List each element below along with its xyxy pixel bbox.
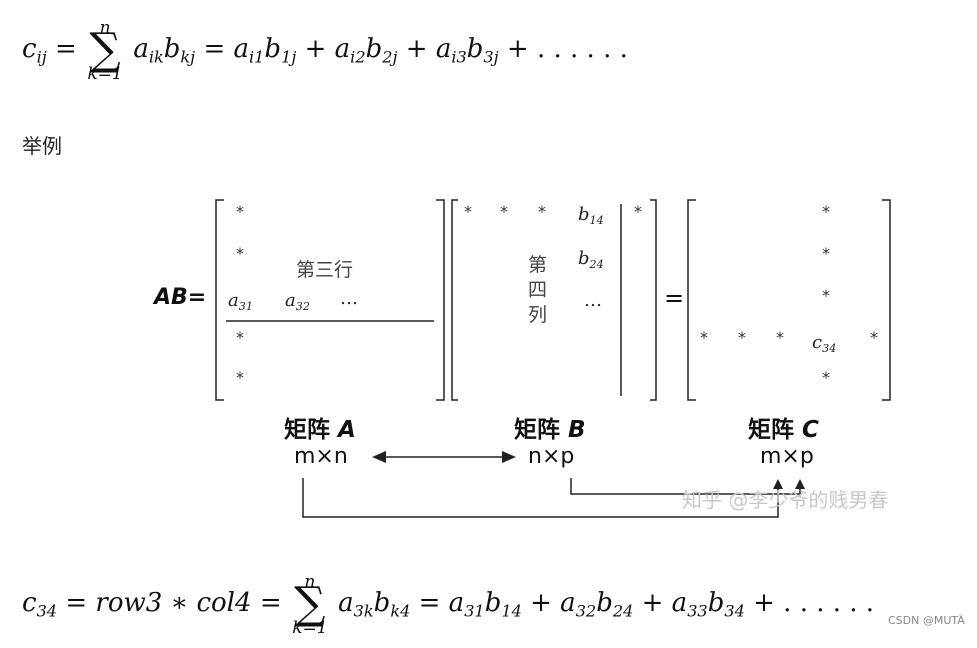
matrix-a-star: *	[236, 368, 244, 387]
matrix-c-star: *	[822, 244, 830, 263]
col-label-3: 列	[528, 304, 548, 326]
col-label-1: 第	[528, 254, 548, 276]
formula-bottom: c34 = row3 ∗ col4 = n ∑ k=1 a3kbk4 = a31…	[22, 572, 875, 638]
matrix-b-entry-b14: b14	[578, 204, 604, 227]
formula-top-term: aikbkj	[133, 34, 196, 67]
matrix-a-star: *	[236, 202, 244, 221]
matrix-b-entry-b24: b24	[578, 248, 604, 271]
summation-sign: n ∑ k=1	[292, 572, 328, 638]
formula-bottom-exp-2: a32b24	[560, 588, 634, 621]
ab-label: AB=	[154, 285, 207, 310]
example-label: 举例	[22, 134, 62, 158]
formula-bottom-exp-1: a31b14	[448, 588, 522, 621]
summation-sign: n ∑ k=1	[87, 18, 123, 84]
matrix-c-star: *	[822, 286, 830, 305]
matrix-a-star: *	[236, 328, 244, 347]
matrix-c-star: *	[870, 328, 878, 347]
matrix-a-ellipsis: …	[340, 288, 358, 309]
formula-bottom-tail: + . . . . . .	[753, 588, 875, 618]
formula-top-exp-1: ai1b1j	[233, 34, 297, 67]
matrix-c-name: 矩阵 C	[748, 417, 819, 443]
matrix-c-star: *	[822, 368, 830, 387]
matrix-a-entry-a32: a32	[285, 290, 310, 313]
matrix-a-name: 矩阵 A	[284, 417, 356, 443]
matrix-c-star: *	[776, 328, 784, 347]
row-label: 第三行	[296, 259, 354, 281]
matrix-a-dims: m×n	[294, 444, 348, 469]
matrix-c-dims: m×p	[760, 444, 814, 469]
watermark: 知乎 @李少爷的贱男春	[682, 488, 889, 512]
matrix-b-star: *	[634, 202, 642, 221]
formula-top-exp-2: ai2b2j	[334, 34, 398, 67]
csdn-credit: CSDN @MUTÄ	[888, 614, 965, 627]
matrix-b-star: *	[500, 202, 508, 221]
formula-top: cij = n ∑ k=1 aikbkj = ai1b1j + ai2b2j +…	[22, 18, 628, 84]
matrix-c-entry-c34: c34	[812, 332, 837, 355]
col-label-2: 四	[528, 279, 548, 301]
formula-bottom-row-col: row3 ∗ col4	[95, 588, 252, 618]
matrix-c-star: *	[738, 328, 746, 347]
formula-top-tail: + . . . . . .	[506, 34, 628, 64]
formula-bottom-exp-3: a33b34	[671, 588, 745, 621]
matrix-b-dims: n×p	[528, 444, 575, 469]
matrix-c-star: *	[700, 328, 708, 347]
matrix-b-star: *	[538, 202, 546, 221]
equals-sign: =	[664, 284, 685, 312]
formula-bottom-lhs: c34	[22, 588, 58, 621]
formula-top-lhs: cij	[22, 34, 47, 67]
matrix-a-entry-a31: a31	[228, 290, 253, 313]
matrix-b-name: 矩阵 B	[514, 417, 586, 443]
matrix-a-star: *	[236, 244, 244, 263]
matrix-b-star: *	[464, 202, 472, 221]
formula-bottom-term: a3kbk4	[338, 588, 411, 621]
formula-top-exp-3: ai3b3j	[435, 34, 499, 67]
matrix-b-ellipsis: …	[584, 290, 602, 311]
matrix-c-star: *	[822, 202, 830, 221]
